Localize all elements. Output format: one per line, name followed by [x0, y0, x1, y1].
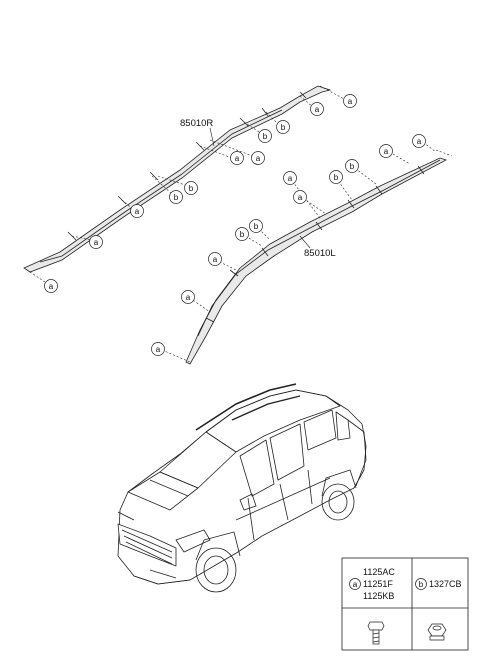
callout-letter: b: [254, 222, 259, 231]
legend-a-code-1: 1125AC: [363, 567, 395, 577]
callout-letter: b: [281, 123, 286, 132]
part-leader-right: [209, 127, 215, 147]
legend-a-code-2: 11251F: [363, 579, 393, 589]
callouts-right-text: a a a b b a a b b a a: [49, 97, 353, 291]
legend-b-circle: [415, 578, 427, 590]
callout-letter: a: [256, 154, 261, 163]
nut-icon: [427, 623, 447, 641]
airbag-85010L: [185, 157, 448, 365]
callout-letter: b: [174, 193, 179, 202]
callout-letter: b: [189, 184, 194, 193]
callout-letter: a: [315, 105, 320, 114]
callout-letter: a: [156, 345, 161, 354]
callouts-right: [44, 94, 357, 293]
callout-letter: a: [348, 97, 353, 106]
callout-letter: a: [235, 154, 240, 163]
callouts-left-text: a a a b b a a b b a a: [156, 137, 422, 354]
part-label-85010R: 85010R: [180, 118, 213, 129]
callout-letter: a: [213, 255, 218, 264]
legend-b-letter: b: [419, 580, 424, 589]
legend-a-letter: a: [353, 580, 358, 589]
legend-a: a 1125AC 11251F 1125KB: [349, 567, 395, 601]
callout-letter: b: [240, 230, 245, 239]
part-label-85010L: 85010L: [304, 248, 336, 259]
callout-letter: a: [186, 293, 191, 302]
callout-letter: a: [417, 137, 422, 146]
callout-letter: b: [350, 162, 355, 171]
callout-letter: a: [49, 282, 54, 291]
legend-b: b 1327CB: [415, 578, 462, 590]
bolt-icon: [367, 621, 385, 645]
legend-b-code: 1327CB: [429, 579, 462, 589]
callouts-left: [151, 134, 426, 356]
callout-letter: a: [135, 207, 140, 216]
part-leader-left: [299, 235, 311, 249]
legend-a-code-3: 1125KB: [363, 591, 394, 601]
callout-letter: a: [298, 193, 303, 202]
legend-table: [341, 557, 469, 651]
callout-letter: b: [334, 173, 339, 182]
callout-letter: a: [94, 238, 99, 247]
suv-illustration: [117, 383, 367, 593]
legend-a-circle: [349, 578, 361, 590]
callout-letter: a: [288, 174, 293, 183]
callout-letter: a: [384, 147, 389, 156]
callout-letter: b: [263, 132, 268, 141]
